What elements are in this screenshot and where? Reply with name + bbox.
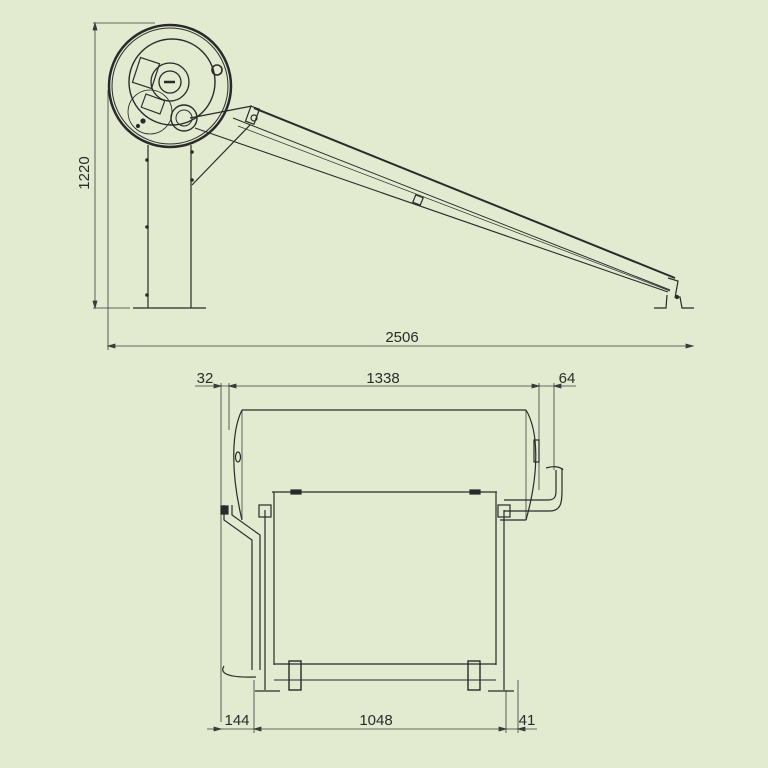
collector-side: [189, 105, 694, 309]
front-view: [195, 383, 576, 733]
top-right-offset-label: 64: [559, 370, 576, 387]
tank-stand: [133, 124, 251, 309]
height-dimension: [92, 21, 155, 310]
height-label: 1220: [76, 156, 93, 189]
tank-length-label: 1338: [366, 370, 399, 387]
tank-body: [233, 409, 537, 521]
right-pipe: [504, 439, 564, 512]
bottom-right-offset-label: 41: [519, 712, 536, 729]
bottom-left-offset-label: 144: [224, 712, 249, 729]
bottom-dimensions: [207, 680, 537, 733]
left-pipe: [220, 505, 261, 678]
top-dimensions: [195, 383, 576, 722]
top-left-offset-label: 32: [197, 370, 214, 387]
tank-end-view: [107, 23, 233, 149]
collector-width-label: 1048: [359, 712, 392, 729]
collector-front: [255, 489, 514, 692]
side-view: [92, 21, 695, 350]
total-length-label: 2506: [385, 329, 418, 346]
length-dimension: [106, 90, 695, 350]
